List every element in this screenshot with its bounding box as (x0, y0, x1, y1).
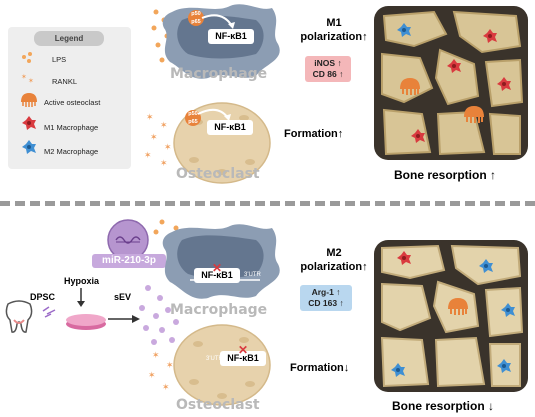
legend-title: Legend (34, 31, 104, 46)
svg-text:✶: ✶ (148, 370, 156, 380)
top-macrophage-arrow (201, 14, 235, 29)
bottom-osteoclast-utr: 3'UTR (206, 356, 223, 362)
hypoxia-arrow-icon (77, 288, 85, 307)
bottom-osteoclast-nfkb: NF-κB1 (220, 351, 266, 366)
top-osteoclast-nfkb: NF-κB1 (207, 120, 253, 135)
osteoclast-icon (21, 93, 37, 107)
legend-item-lps: LPS (52, 55, 67, 64)
inos-marker: iNOS ↑ (314, 58, 342, 68)
bottom-particles: ✶ ✶ ✶ ✶ (139, 219, 179, 392)
bottom-m1-cell (397, 251, 411, 265)
m2-markers-box: Arg-1 ↑ CD 163 ↑ (300, 285, 352, 311)
svg-text:✶: ✶ (162, 382, 170, 392)
bottom-osteoclast-label: Osteoclast (176, 397, 260, 413)
m1-macrophage-icon (22, 116, 36, 130)
bottom-macrophage-cell (162, 224, 280, 299)
legend-item-m2: M2 Macrophage (44, 147, 99, 156)
svg-text:✶: ✶ (166, 360, 174, 370)
top-m1-cell (447, 59, 461, 73)
svg-text:✶: ✶ (146, 112, 154, 122)
svg-text:✶: ✶ (144, 150, 152, 160)
m2-line1: M2 (326, 247, 342, 259)
m2-polarization-text: M2 polarization↑ (294, 246, 374, 274)
top-active-osteoclast (464, 106, 484, 123)
legend-item-rankl: RANKL (52, 77, 78, 86)
tooth-icon (5, 300, 33, 333)
top-osteoclast-arrow (197, 108, 231, 121)
top-m1-cell (411, 129, 425, 143)
block-x-icon: ✕ (212, 261, 223, 275)
p65-label: p65 (191, 19, 201, 25)
cell-lines-icon (42, 306, 56, 318)
p50-label: p50 (191, 11, 201, 17)
sev-arrow-icon (108, 315, 140, 323)
sev-label: sEV (114, 292, 132, 302)
bottom-m2-cell (391, 363, 405, 377)
p65-label: p65 (188, 119, 198, 125)
top-m1-cell (483, 29, 497, 43)
svg-text:✶: ✶ (164, 142, 172, 152)
legend-icons: ✶✶ (21, 52, 37, 154)
top-m1-cell (497, 77, 511, 91)
svg-text:✶: ✶ (152, 350, 160, 360)
bottom-macrophage-nfkb: NF-κB1 (194, 268, 240, 283)
bottom-macrophage-label: Macrophage (170, 302, 268, 318)
rankl-stars: ✶✶✶ ✶✶✶ (144, 112, 172, 168)
top-bone-resorption-text: Bone resorption ↑ (394, 168, 497, 182)
m1-polarization-text: M1 polarization↑ (294, 16, 374, 44)
bottom-m2-cell (501, 303, 515, 317)
top-active-osteoclast (400, 78, 420, 95)
svg-text:✶: ✶ (21, 73, 27, 81)
block-x-icon: ✕ (238, 343, 249, 357)
culture-dish-icon (66, 314, 106, 330)
lps-dot-icon (22, 52, 32, 63)
top-osteoclast-label: Osteoclast (176, 166, 260, 182)
svg-text:✶: ✶ (160, 158, 168, 168)
svg-text:✶: ✶ (28, 77, 34, 85)
p50-label: p50 (188, 111, 198, 117)
top-macrophage-nfkb: NF-κB1 (208, 29, 254, 44)
svg-text:✶: ✶ (160, 120, 168, 130)
mirna-label: miR-210-3p (92, 254, 166, 268)
legend-panel: Legend ✶✶ LPS RANKL Active osteoclast M1… (8, 27, 131, 169)
bottom-m2-cell (497, 359, 511, 373)
bottom-formation-text: Formation↓ (290, 362, 350, 374)
m2-macrophage-icon (22, 140, 36, 154)
hypoxia-label: Hypoxia (64, 276, 100, 286)
legend-item-m1: M1 Macrophage (44, 123, 99, 132)
rankl-stars: ✶ ✶ ✶ ✶ (148, 350, 174, 392)
section-divider (0, 201, 535, 206)
rankl-star-icon: ✶✶ (21, 73, 34, 85)
top-m2-cell (397, 23, 411, 37)
top-macrophage-label: Macrophage (170, 66, 268, 82)
svg-text:✶: ✶ (150, 132, 158, 142)
m1-line2: polarization↑ (300, 31, 368, 43)
m2-line2: polarization↑ (300, 261, 368, 273)
cd163-marker: CD 163 ↑ (308, 298, 344, 308)
top-bone-panel (374, 6, 528, 160)
bottom-bone-resorption-text: Bone resorption ↓ (392, 399, 495, 413)
bottom-macrophage-utr: 3'UTR (244, 272, 261, 278)
arg1-marker: Arg-1 ↑ (311, 287, 341, 297)
bottom-m2-cell (479, 259, 493, 273)
top-formation-text: Formation↑ (284, 128, 344, 140)
m1-line1: M1 (326, 17, 342, 29)
dpsc-label: DPSC (30, 292, 56, 302)
cd86-marker: CD 86 ↑ (312, 69, 344, 79)
m1-markers-box: iNOS ↑ CD 86 ↑ (305, 56, 351, 82)
legend-item-osteoclast: Active osteoclast (44, 98, 101, 107)
sev-dots (139, 285, 179, 345)
bottom-bone-panel (374, 240, 528, 392)
bottom-active-osteoclast (448, 298, 468, 315)
